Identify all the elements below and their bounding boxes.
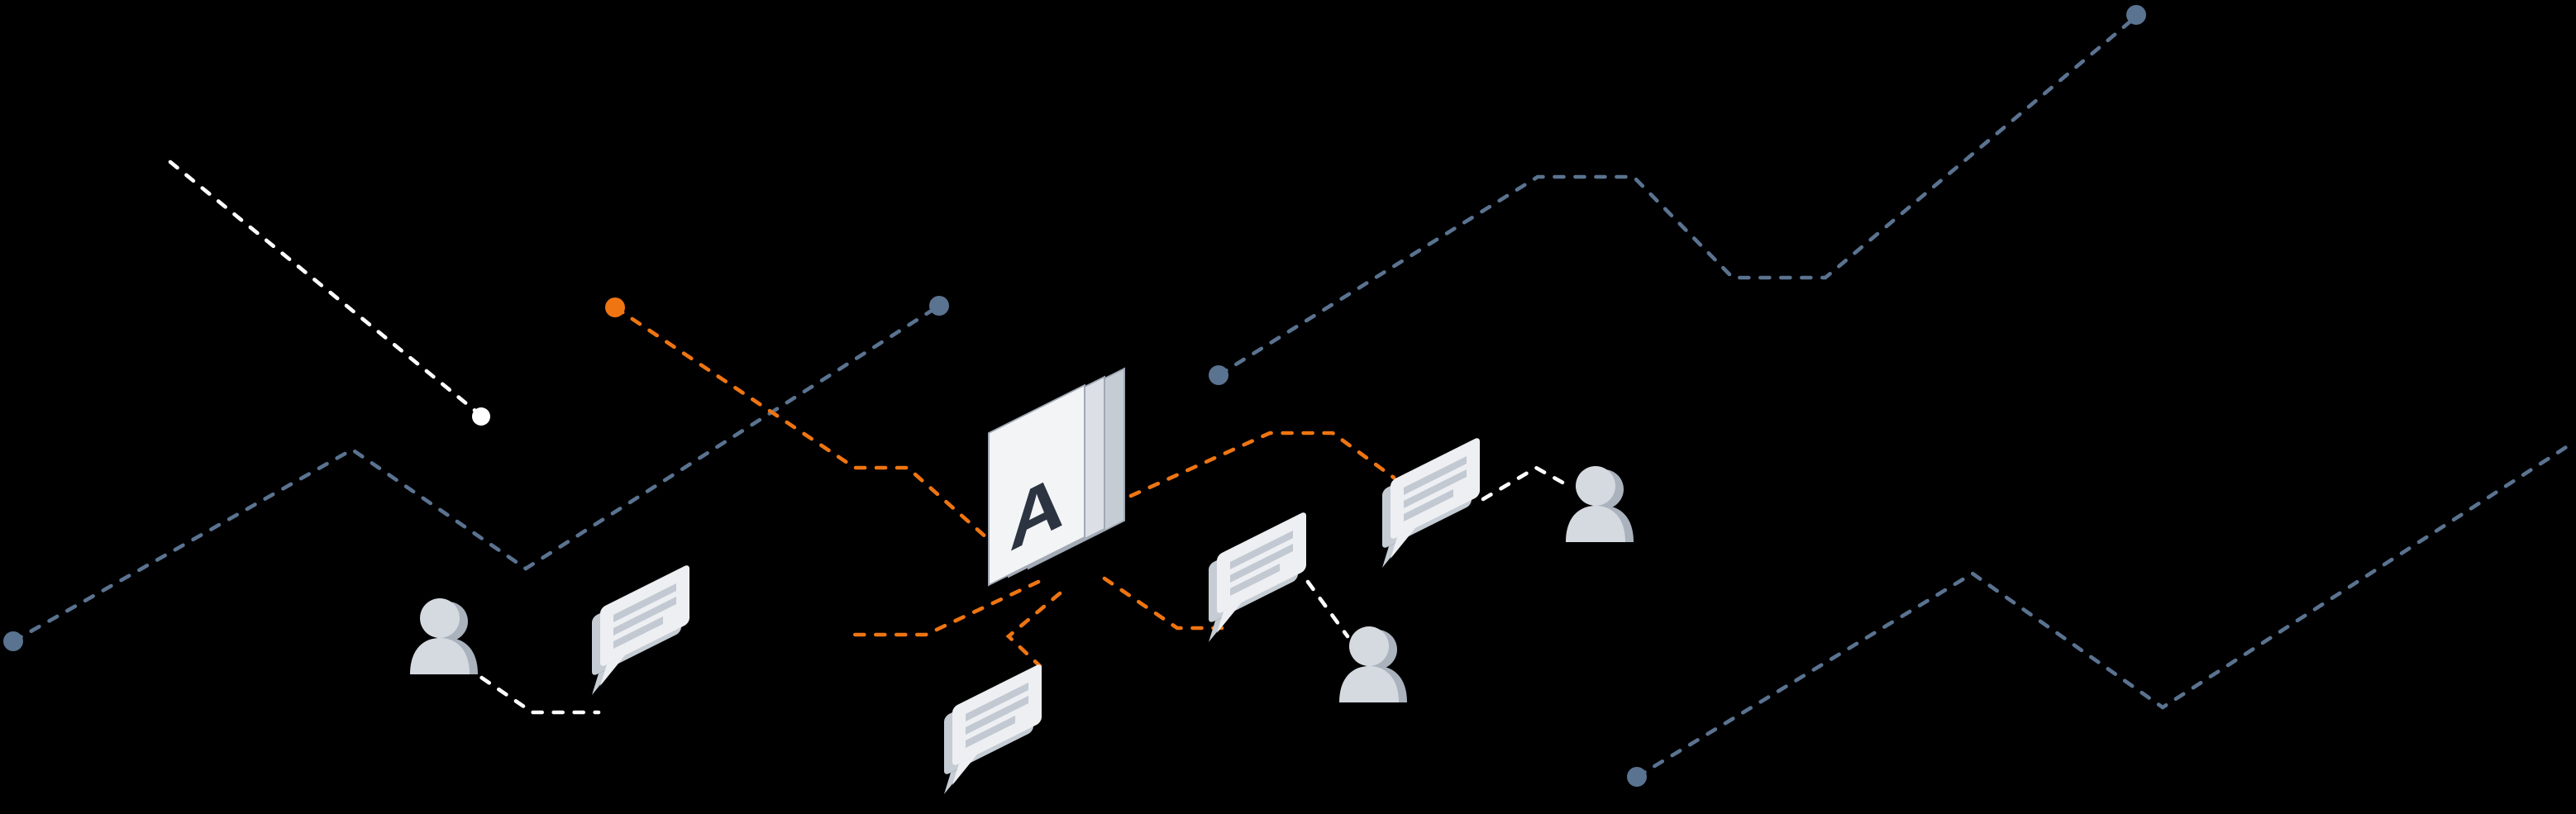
dashed-path-white-bubble-to-right-person bbox=[1481, 465, 1568, 502]
chat-bubble-icon-bottom bbox=[944, 664, 1042, 795]
endpoint-dot-white bbox=[472, 407, 490, 426]
bubble-text-line bbox=[613, 616, 663, 649]
bubble-text-line bbox=[1404, 488, 1453, 521]
document-stack-icon: A bbox=[988, 367, 1125, 587]
bubble-text-line bbox=[1230, 563, 1280, 596]
dashed-path-orange-to-center-bubble bbox=[1102, 576, 1224, 631]
dashed-path-slate-topright-zigzag bbox=[1216, 14, 2139, 378]
bubble-text-line bbox=[1230, 530, 1293, 569]
bubble-text-line bbox=[966, 695, 1028, 735]
person-body bbox=[1339, 666, 1399, 702]
chat-bubble-icon-right bbox=[1382, 438, 1480, 569]
bubble-text-line bbox=[1404, 455, 1467, 495]
dashed-path-slate-left-zigzag bbox=[11, 303, 942, 644]
dashed-path-white-bubble-to-center-person bbox=[1305, 579, 1350, 639]
person-icon-left bbox=[410, 598, 478, 674]
endpoint-dot-orange bbox=[605, 298, 625, 317]
endpoint-dot-slate-center bbox=[1209, 365, 1228, 385]
bubble-text-line bbox=[966, 682, 1028, 721]
dashed-path-orange-documents-left bbox=[847, 579, 1041, 637]
dashed-path-orange-to-documents bbox=[613, 305, 998, 548]
person-body bbox=[410, 638, 470, 674]
bubble-text-line bbox=[1404, 469, 1467, 508]
dashed-path-white-topleft bbox=[168, 159, 479, 414]
dashed-path-orange-to-bottom-bubble bbox=[1005, 591, 1062, 669]
dashed-path-slate-bottomright-zigzag bbox=[1634, 440, 2575, 779]
dashed-path-orange-to-right-bubble bbox=[1128, 431, 1396, 498]
endpoint-dot-slate-mid bbox=[929, 296, 949, 316]
page-front bbox=[988, 383, 1085, 587]
person-icon-right bbox=[1566, 466, 1634, 542]
bubble-text-line bbox=[966, 715, 1015, 748]
person-head bbox=[420, 598, 460, 638]
endpoint-dot-slate-farleft bbox=[3, 631, 23, 651]
bubble-text-line bbox=[613, 596, 676, 635]
bubble-text-line bbox=[1230, 543, 1293, 583]
endpoint-dot-slate-topright bbox=[2126, 5, 2146, 25]
person-body bbox=[1566, 506, 1625, 542]
person-head bbox=[1576, 466, 1615, 506]
person-head bbox=[1349, 626, 1389, 666]
bubble-text-line bbox=[613, 583, 676, 622]
person-icon-center bbox=[1339, 626, 1407, 702]
chat-bubble-icon-center bbox=[1209, 512, 1306, 643]
chat-bubble-icon-left bbox=[592, 565, 689, 696]
endpoint-dot-slate-bottomright bbox=[1627, 767, 1647, 787]
dashed-path-white-person-to-bubble bbox=[462, 664, 601, 715]
